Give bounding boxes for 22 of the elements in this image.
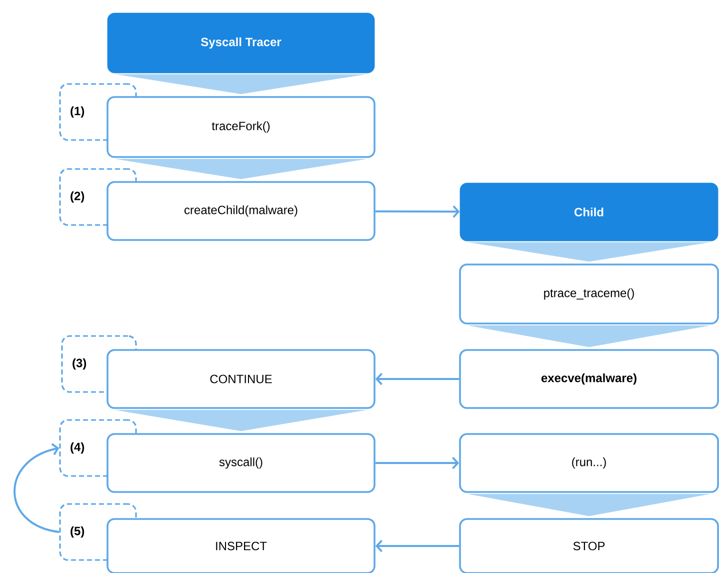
process-box: execve(malware)	[459, 349, 719, 409]
process-box: createChild(malware)	[106, 181, 376, 241]
chevron-arrow	[114, 410, 368, 432]
chevron-arrow	[468, 242, 710, 262]
chevron-arrow	[467, 325, 711, 348]
arrow	[375, 540, 460, 552]
chevron-arrow	[114, 158, 368, 180]
process-box: CONTINUE	[106, 349, 376, 409]
process-box: INSPECT	[106, 518, 376, 573]
process-box: traceFork()	[106, 96, 376, 158]
arrow	[375, 205, 460, 218]
process-box: STOP	[459, 518, 719, 573]
arrow	[375, 372, 460, 386]
process-box: syscall()	[106, 433, 376, 493]
process-box: (run...)	[459, 433, 719, 493]
chevron-arrow	[115, 74, 367, 94]
loop-arrow	[14, 443, 60, 533]
arrow	[375, 456, 460, 470]
header-box: Child	[460, 182, 718, 242]
chevron-arrow	[467, 494, 711, 516]
process-box: ptrace_traceme()	[459, 264, 719, 324]
header-box: Syscall Tracer	[107, 12, 375, 74]
